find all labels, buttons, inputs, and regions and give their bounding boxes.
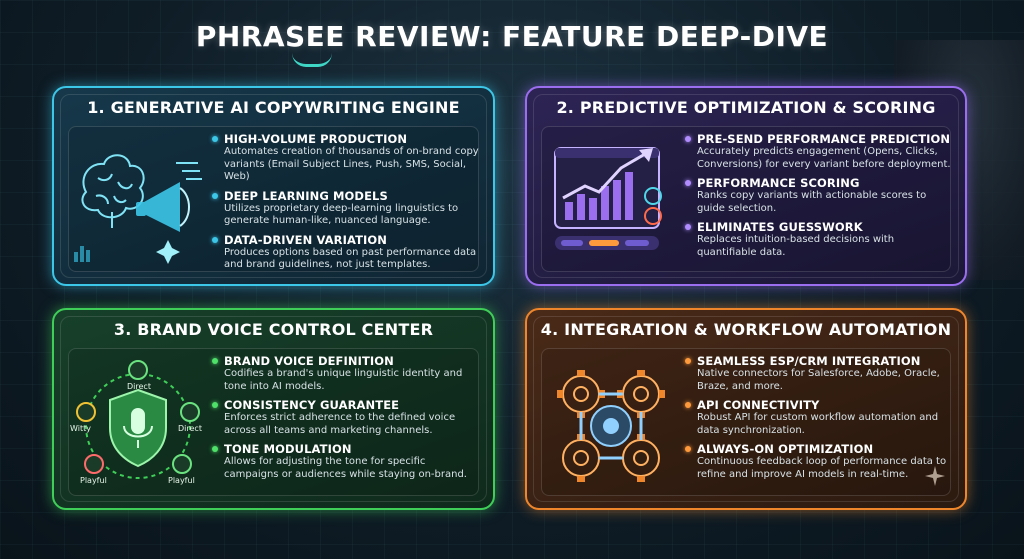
item-heading: HIGH-VOLUME PRODUCTION <box>224 132 408 146</box>
bullet-dot-icon <box>685 136 691 142</box>
list-item: ELIMINATES GUESSWORK Replaces intuition-… <box>685 220 951 259</box>
wheel-label-left: Witty <box>70 424 91 433</box>
panel-integration-workflow: 4. INTEGRATION & WORKFLOW AUTOMATION <box>525 308 967 510</box>
panel-title: 4. INTEGRATION & WORKFLOW AUTOMATION <box>540 320 952 339</box>
feature-list: HIGH-VOLUME PRODUCTION Automates creatio… <box>212 132 479 277</box>
list-item: PRE-SEND PERFORMANCE PREDICTION Accurate… <box>685 132 951 171</box>
panel-title: 1. GENERATIVE AI COPYWRITING ENGINE <box>87 98 460 117</box>
feature-list: PRE-SEND PERFORMANCE PREDICTION Accurate… <box>685 132 951 264</box>
list-item: CONSISTENCY GUARANTEE Enforces strict ad… <box>212 398 479 437</box>
brain-megaphone-icon <box>68 132 208 272</box>
bullet-dot-icon <box>685 358 691 364</box>
item-description: Accurately predicts engagement (Opens, C… <box>697 146 951 170</box>
list-item: API CONNECTIVITY Robust API for custom w… <box>685 398 951 437</box>
item-heading: BRAND VOICE DEFINITION <box>224 354 394 368</box>
wheel-label-top: Direct <box>127 382 151 391</box>
item-description: Robust API for custom workflow automatio… <box>697 412 939 436</box>
bullet-dot-icon <box>212 446 218 452</box>
item-heading: SEAMLESS ESP/CRM INTEGRATION <box>697 354 921 368</box>
list-item: ALWAYS-ON OPTIMIZATION Continuous feedba… <box>685 442 951 481</box>
item-description: Enforces strict adherence to the defined… <box>224 412 456 436</box>
item-description: Native connectors for Salesforce, Adobe,… <box>697 368 940 392</box>
item-description: Continuous feedback loop of performance … <box>697 456 947 480</box>
bullet-dot-icon <box>685 180 691 186</box>
item-heading: PERFORMANCE SCORING <box>697 176 860 190</box>
item-heading: ALWAYS-ON OPTIMIZATION <box>697 442 874 456</box>
panel-predictive-optimization: 2. PREDICTIVE OPTIMIZATION & SCORING PRE… <box>525 86 967 286</box>
feature-list: SEAMLESS ESP/CRM INTEGRATION Native conn… <box>685 354 951 486</box>
bullet-dot-icon <box>685 402 691 408</box>
wheel-label-right: Direct <box>178 424 202 433</box>
item-description: Utilizes proprietary deep-learning lingu… <box>224 202 459 227</box>
page-title: PHRASEE REVIEW: FEATURE DEEP-DIVE <box>195 20 829 53</box>
item-description: Ranks copy variants with actionable scor… <box>697 190 927 214</box>
item-description: Replaces intuition-based decisions with … <box>697 234 895 258</box>
item-heading: ELIMINATES GUESSWORK <box>697 220 863 234</box>
item-description: Produces options based on past performan… <box>224 246 477 271</box>
item-description: Automates creation of thousands of on-br… <box>224 146 479 182</box>
panel-brand-voice: 3. BRAND VOICE CONTROL CENTER Direct Dir… <box>52 308 495 510</box>
list-item: HIGH-VOLUME PRODUCTION Automates creatio… <box>212 132 479 184</box>
bullet-dot-icon <box>212 358 218 364</box>
panel-generative-ai: 1. GENERATIVE AI COPYWRITING ENGINE <box>52 86 495 286</box>
bullet-dot-icon <box>212 192 218 199</box>
title-accent-arc <box>292 53 332 67</box>
item-heading: CONSISTENCY GUARANTEE <box>224 398 400 412</box>
item-heading: API CONNECTIVITY <box>697 398 820 412</box>
list-item: PERFORMANCE SCORING Ranks copy variants … <box>685 176 951 215</box>
wheel-label-bottom-right: Playful <box>168 476 195 485</box>
bullet-dot-icon <box>212 236 218 243</box>
panel-inner-frame <box>68 126 479 272</box>
panel-title: 3. BRAND VOICE CONTROL CENTER <box>113 320 434 339</box>
item-description: Codifies a brand's unique linguistic ide… <box>224 368 463 392</box>
list-item: SEAMLESS ESP/CRM INTEGRATION Native conn… <box>685 354 951 393</box>
list-item: BRAND VOICE DEFINITION Codifies a brand'… <box>212 354 479 393</box>
list-item: TONE MODULATION Allows for adjusting the… <box>212 442 479 481</box>
wheel-label-bottom-left: Playful <box>80 476 107 485</box>
list-item: DEEP LEARNING MODELS Utilizes proprietar… <box>212 189 479 228</box>
item-description: Allows for adjusting the tone for specif… <box>224 456 467 480</box>
item-heading: DEEP LEARNING MODELS <box>224 188 388 203</box>
bullet-dot-icon <box>212 136 218 142</box>
item-heading: TONE MODULATION <box>224 442 352 456</box>
sparkle-icon <box>925 466 945 486</box>
bullet-dot-icon <box>212 402 218 408</box>
feature-list: BRAND VOICE DEFINITION Codifies a brand'… <box>212 354 479 486</box>
bullet-dot-icon <box>685 224 691 230</box>
panel-title: 2. PREDICTIVE OPTIMIZATION & SCORING <box>556 98 936 117</box>
gears-workflow-icon <box>541 354 681 494</box>
bullet-dot-icon <box>685 446 691 452</box>
list-item: DATA-DRIVEN VARIATION Produces options b… <box>212 233 479 272</box>
shield-microphone-icon: Direct Direct Witty Playful Playful <box>68 354 208 494</box>
trending-chart-icon <box>541 132 681 272</box>
item-heading: PRE-SEND PERFORMANCE PREDICTION <box>697 132 951 146</box>
item-heading: DATA-DRIVEN VARIATION <box>224 232 388 247</box>
